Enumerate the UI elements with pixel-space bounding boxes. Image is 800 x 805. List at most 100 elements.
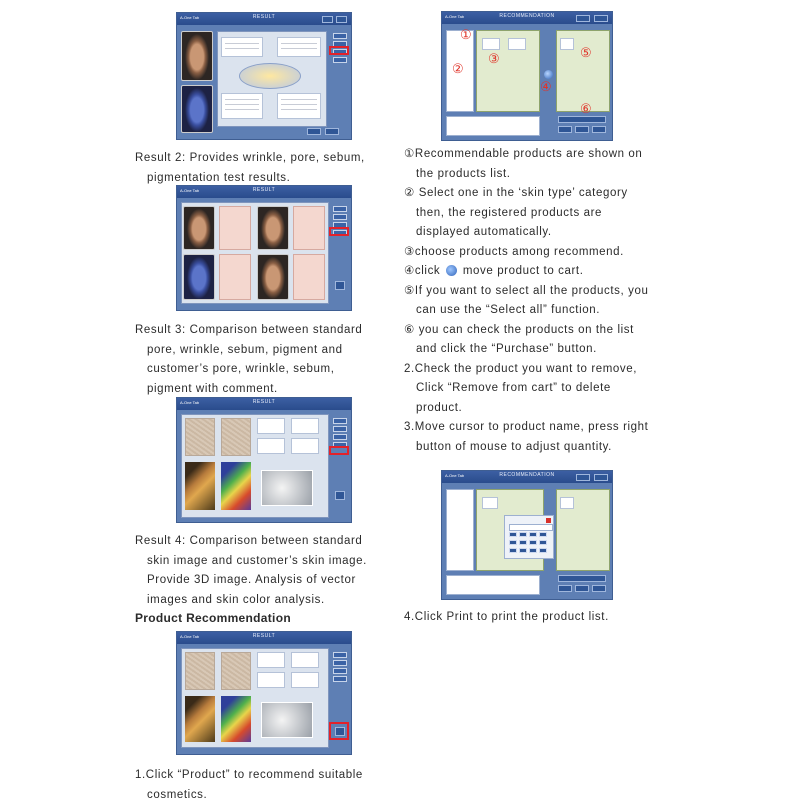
keypad-key[interactable]	[519, 532, 527, 537]
print-button[interactable]	[335, 491, 345, 500]
face-photo-uv	[183, 254, 215, 300]
vector-card	[257, 418, 285, 434]
keypad-key[interactable]	[529, 548, 537, 553]
purchase-button[interactable]	[558, 585, 572, 592]
window-button[interactable]	[576, 474, 590, 481]
window-button[interactable]	[594, 15, 608, 22]
select-all-button[interactable]	[558, 575, 606, 582]
caption-line: pigmentation test results.	[135, 169, 397, 189]
marker-4: ④	[540, 80, 552, 93]
instruction-item-2: ② Select one in the ‘skin type’ category…	[404, 184, 672, 243]
bottom-button[interactable]	[325, 128, 339, 135]
memo-box[interactable]	[446, 575, 540, 595]
instruction-line: move product to cart.	[463, 265, 584, 277]
caption-line: skin image and customer’s skin image.	[135, 552, 397, 572]
print-button[interactable]	[335, 281, 345, 290]
keypad-key[interactable]	[509, 532, 517, 537]
caption-line: Provide 3D image. Analysis of vector	[135, 571, 397, 591]
3d-surface-image	[261, 702, 313, 738]
side-menu-button[interactable]	[333, 652, 347, 658]
customer-skin-image	[221, 418, 251, 456]
window-button[interactable]	[594, 474, 608, 481]
remove-button[interactable]	[575, 585, 589, 592]
caption-line: pigment with comment.	[135, 380, 397, 400]
instruction-item-quantity: 3.Move cursor to product name, press rig…	[404, 418, 672, 457]
keypad-key[interactable]	[519, 540, 527, 545]
instruction-line: ④click	[404, 265, 440, 277]
keypad-key[interactable]	[539, 540, 547, 545]
purchase-button[interactable]	[558, 126, 572, 133]
comment-card	[221, 93, 263, 119]
move-to-cart-icon	[446, 265, 457, 276]
vector-card	[257, 672, 285, 688]
skin-ellipse-chart	[239, 63, 301, 89]
product-item[interactable]	[482, 497, 498, 509]
window-title: RESULT	[177, 399, 351, 405]
title-bar: A-One Tab RESULT	[177, 398, 351, 410]
side-menu-button[interactable]	[333, 434, 347, 440]
instruction-line: displayed automatically.	[404, 223, 672, 243]
keypad-key[interactable]	[519, 548, 527, 553]
side-menu-button[interactable]	[333, 426, 347, 432]
instruction-line: product.	[404, 399, 672, 419]
memo-box[interactable]	[446, 116, 540, 136]
cart-item[interactable]	[560, 497, 574, 509]
remove-button[interactable]	[575, 126, 589, 133]
color-analysis-image	[221, 462, 251, 510]
bottom-button[interactable]	[307, 128, 321, 135]
keypad-key[interactable]	[539, 548, 547, 553]
caption-line: customer’s pore, wrinkle, sebum,	[135, 360, 397, 380]
keypad-key[interactable]	[539, 532, 547, 537]
instruction-line: then, the registered products are	[404, 204, 672, 224]
close-icon[interactable]	[546, 518, 551, 523]
comment-card	[277, 93, 321, 119]
product-item[interactable]	[482, 38, 500, 50]
keypad-key[interactable]	[529, 532, 537, 537]
3d-surface-image	[261, 470, 313, 506]
customer-skin-image	[221, 652, 251, 690]
3d-skin-image	[185, 696, 215, 742]
quantity-display	[509, 524, 553, 531]
window-button[interactable]	[336, 16, 347, 23]
side-menu-button[interactable]	[333, 660, 347, 666]
vector-card	[257, 438, 285, 454]
instruction-item-3: ③choose products among recommend.	[404, 243, 672, 263]
keypad-key[interactable]	[509, 548, 517, 553]
window-button[interactable]	[576, 15, 590, 22]
select-all-button[interactable]	[558, 116, 606, 123]
result-3-caption: Result 3: Comparison between standard po…	[135, 321, 397, 399]
result-4-caption: Result 4: Comparison between standard sk…	[135, 532, 397, 610]
instruction-line: 2.Check the product you want to remove,	[404, 363, 637, 375]
instruction-line: ③choose products among recommend.	[404, 246, 624, 258]
side-menu	[333, 652, 347, 712]
highlight-box	[329, 227, 349, 236]
side-menu-button[interactable]	[333, 418, 347, 424]
window-button[interactable]	[322, 16, 333, 23]
cart-item[interactable]	[560, 38, 574, 50]
side-menu-button[interactable]	[333, 206, 347, 212]
caption-line: Result 2: Provides wrinkle, pore, sebum,	[135, 152, 365, 164]
quantity-dialog	[504, 515, 554, 559]
side-menu-button[interactable]	[333, 676, 347, 682]
skin-type-list[interactable]	[446, 489, 474, 571]
side-menu-button[interactable]	[333, 57, 347, 63]
face-photo	[181, 31, 213, 81]
print-button[interactable]	[592, 126, 606, 133]
side-menu-button[interactable]	[333, 668, 347, 674]
keypad-key[interactable]	[509, 540, 517, 545]
highlight-box	[329, 446, 349, 455]
side-menu-button[interactable]	[333, 214, 347, 220]
product-item[interactable]	[508, 38, 526, 50]
move-to-cart-button[interactable]	[544, 70, 553, 79]
instruction-line: ⑥ you can check the products on the list	[404, 324, 634, 336]
title-bar: A-One Tab RESULT	[177, 632, 351, 644]
keypad-key[interactable]	[529, 540, 537, 545]
instruction-line: button of mouse to adjust quantity.	[404, 438, 672, 458]
vector-card	[291, 438, 319, 454]
marker-3: ③	[488, 52, 500, 65]
instruction-line: and click the “Purchase” button.	[404, 340, 672, 360]
instruction-line: 3.Move cursor to product name, press rig…	[404, 421, 648, 433]
caption-line: Result 3: Comparison between standard	[135, 324, 362, 336]
side-menu-button[interactable]	[333, 33, 347, 39]
print-button[interactable]	[592, 585, 606, 592]
